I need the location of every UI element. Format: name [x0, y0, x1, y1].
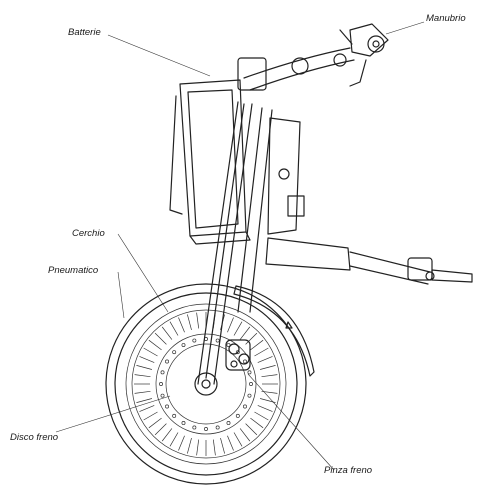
head-tube — [267, 117, 301, 235]
rim-spoke — [227, 435, 234, 451]
brake-disc-holes — [159, 337, 253, 431]
label-tire: Pneumatico — [48, 265, 98, 276]
label-brake-disc: Disco freno — [10, 432, 58, 443]
rim-spoke — [139, 356, 155, 363]
rim-spoke — [143, 347, 158, 357]
brake-disc-hole — [215, 338, 220, 343]
rim-spoke — [161, 428, 173, 442]
rim-spoke — [136, 398, 152, 403]
brake-disc-hole — [172, 413, 177, 418]
rim-spoke — [178, 435, 185, 451]
rim-spoke — [254, 347, 269, 357]
tire-inner — [114, 292, 298, 476]
rim-spokes — [134, 312, 278, 456]
leader-battery — [107, 34, 211, 77]
rim-spoke — [239, 326, 251, 340]
brake-disc-hole — [165, 359, 169, 364]
brake-disc-hole — [215, 425, 220, 430]
label-handlebar: Manubrio — [426, 13, 466, 24]
rim-spoke — [134, 390, 151, 394]
rim-spoke — [196, 439, 200, 456]
rim-spoke — [148, 339, 162, 351]
brake-disc-inner — [165, 343, 247, 425]
rim-spoke — [143, 411, 158, 421]
brake-disc-hole — [192, 425, 197, 430]
brake-disc-hole — [160, 370, 165, 375]
leader-rim — [117, 233, 169, 313]
rim-spoke — [227, 317, 234, 333]
rim-spoke — [178, 317, 185, 333]
rim-spoke — [260, 365, 276, 370]
tire-outer — [105, 283, 307, 485]
brake-disc-hole — [243, 404, 247, 409]
front-wheel — [105, 283, 307, 485]
brake-disc-hole — [192, 338, 197, 343]
leader-handlebar — [385, 21, 425, 35]
brake-disc-hole — [235, 350, 240, 355]
rim-spoke — [239, 428, 251, 442]
rim-spoke — [212, 439, 216, 456]
brake-disc-hole — [181, 343, 186, 347]
hub — [194, 372, 218, 396]
rim-spoke — [254, 411, 269, 421]
rim-spoke — [169, 321, 179, 336]
attachment-arm — [265, 237, 473, 285]
rim-spoke — [148, 417, 162, 429]
label-battery: Batterie — [68, 27, 101, 38]
fender — [233, 285, 315, 377]
brake-disc-hole — [181, 421, 186, 425]
brake-disc-hole — [204, 427, 208, 431]
rim-spoke — [261, 374, 278, 378]
brake-disc-hole — [247, 370, 252, 375]
rim-spoke — [187, 438, 192, 454]
brake-caliper — [225, 339, 251, 371]
brake-disc — [155, 333, 257, 435]
rim-spoke — [233, 321, 243, 336]
handlebar — [339, 23, 389, 87]
brake-disc-hole — [172, 350, 177, 355]
label-brake-caliper: Pinza freno — [324, 465, 372, 476]
leader-tire — [117, 271, 125, 319]
rim-spoke — [169, 432, 179, 447]
clamp — [287, 195, 305, 217]
rim-inner — [131, 309, 281, 459]
hub-axle — [201, 379, 211, 389]
brake-disc-hole — [235, 413, 240, 418]
brake-disc-hole — [243, 359, 247, 364]
label-rim: Cerchio — [72, 228, 105, 239]
rim-spoke — [250, 417, 264, 429]
brake-disc-hole — [249, 382, 253, 386]
rim-spoke — [196, 312, 200, 329]
rim-spoke — [245, 332, 258, 345]
rim-spoke — [220, 438, 225, 454]
rim-spoke — [250, 339, 264, 351]
rim-spoke — [136, 365, 152, 370]
leaders — [55, 21, 425, 471]
rim-spoke — [139, 405, 155, 412]
rim-outer — [125, 303, 287, 465]
rim-spoke — [257, 405, 273, 412]
brake-disc-hole — [247, 393, 252, 398]
rim-spoke — [154, 332, 167, 345]
leader-brake-disc — [55, 395, 171, 433]
brake-disc-hole — [165, 404, 169, 409]
leader-brake-caliper — [247, 373, 335, 471]
fender-mark — [285, 321, 293, 329]
fork — [197, 101, 273, 385]
rim-spoke — [134, 374, 151, 378]
brake-disc-hole — [226, 421, 231, 425]
rim-spoke — [154, 423, 167, 436]
rim-spoke — [245, 423, 258, 436]
brake-disc-hole — [159, 382, 163, 386]
brake-disc-hole — [160, 393, 165, 398]
rim-spoke — [161, 326, 173, 340]
rim-spoke — [233, 432, 243, 447]
handlebar-stem — [237, 47, 355, 91]
battery — [169, 79, 251, 245]
head-tube-bolt — [278, 168, 290, 180]
rim-spoke — [187, 314, 192, 330]
rim-spoke — [257, 356, 273, 363]
